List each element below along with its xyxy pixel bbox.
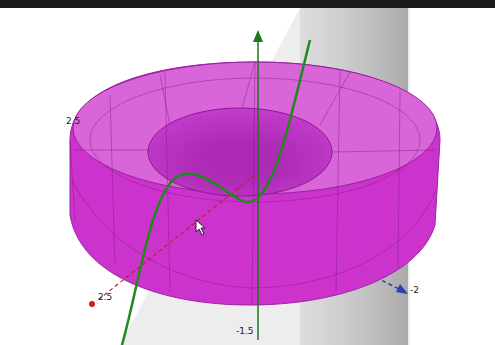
axis-tick-label: 2.5 <box>66 117 80 126</box>
axis-tick-label: -2 <box>410 286 419 295</box>
axis-tick-label: 2.5 <box>98 293 112 302</box>
axis-tick-label: -1.5 <box>236 327 254 336</box>
